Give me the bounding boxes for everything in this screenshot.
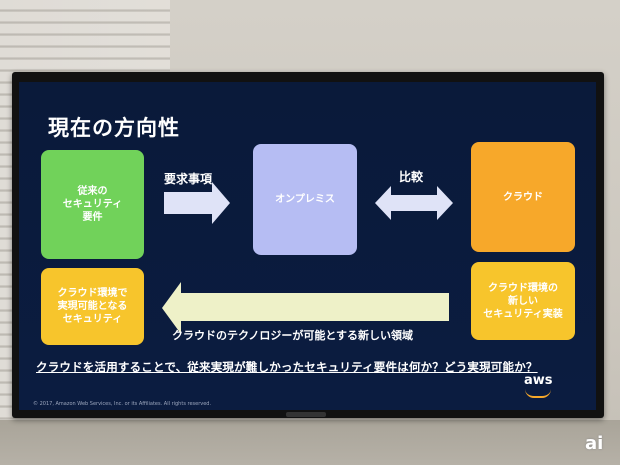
aws-logo: aws	[524, 373, 553, 388]
compare-double-arrow	[375, 186, 453, 220]
floor-wall	[0, 420, 620, 465]
compare-label: 比較	[399, 170, 424, 184]
new-domain-arrow	[162, 282, 449, 334]
onprem-box: オンプレミス	[253, 144, 357, 255]
requirements-label: 要求事項	[164, 172, 213, 186]
tv-stand-logo	[286, 412, 326, 417]
aws-smile-icon	[525, 389, 551, 398]
legacy-requirements-box: 従来の セキュリティ 要件	[41, 150, 144, 259]
cloud-achievable-security-box: クラウド環境で 実現可能となる セキュリティ	[41, 268, 144, 345]
slide-title: 現在の方向性	[48, 116, 180, 140]
requirements-arrow	[164, 182, 230, 224]
arrows-layer	[162, 182, 453, 334]
copyright-footer: © 2017, Amazon Web Services, Inc. or its…	[33, 401, 212, 407]
question-text: クラウドを活用することで、従来実現が難しかったセキュリティ要件は何か？どう実現可…	[36, 360, 538, 374]
watermark-logo: ai	[585, 433, 604, 454]
new-domain-label: クラウドのテクノロジーが可能とする新しい領域	[172, 329, 414, 342]
cloud-box: クラウド	[471, 142, 575, 252]
cloud-new-security-box: クラウド環境の 新しい セキュリティ実装	[471, 262, 575, 340]
slide-screen: 現在の方向性 従来の セキュリティ 要件 オンプレミス クラウド クラウド環境で…	[19, 82, 596, 410]
